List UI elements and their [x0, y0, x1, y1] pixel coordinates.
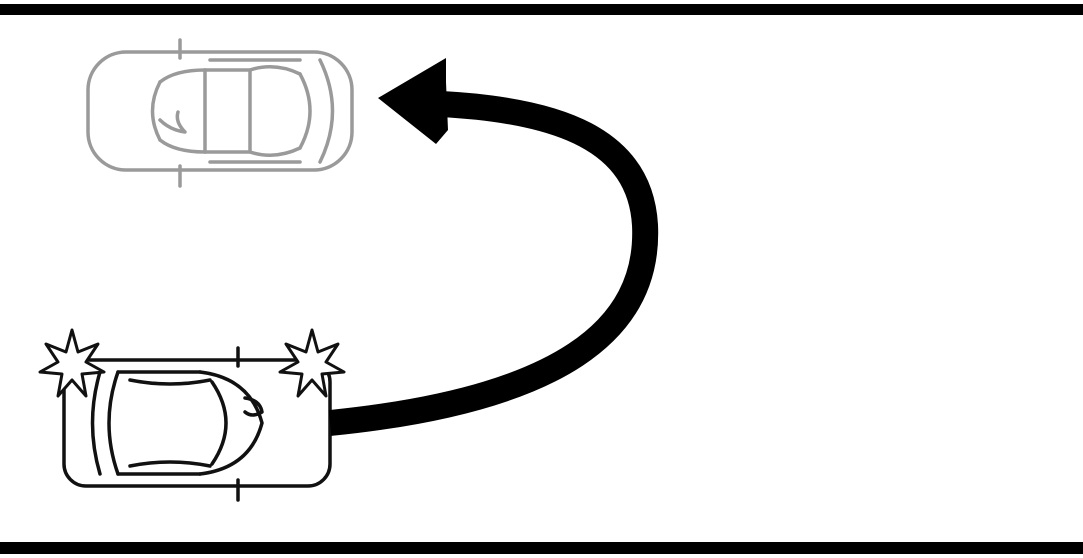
hazard-light-front	[278, 328, 346, 398]
road-edge-top	[0, 4, 1083, 15]
path-arrowhead	[378, 58, 448, 144]
end-car	[86, 38, 354, 188]
hazard-light-rear	[38, 328, 106, 398]
u-turn-path-arrow	[328, 58, 659, 436]
path-curve	[328, 91, 659, 436]
road-edge-bottom	[0, 542, 1083, 554]
start-car	[62, 346, 332, 502]
